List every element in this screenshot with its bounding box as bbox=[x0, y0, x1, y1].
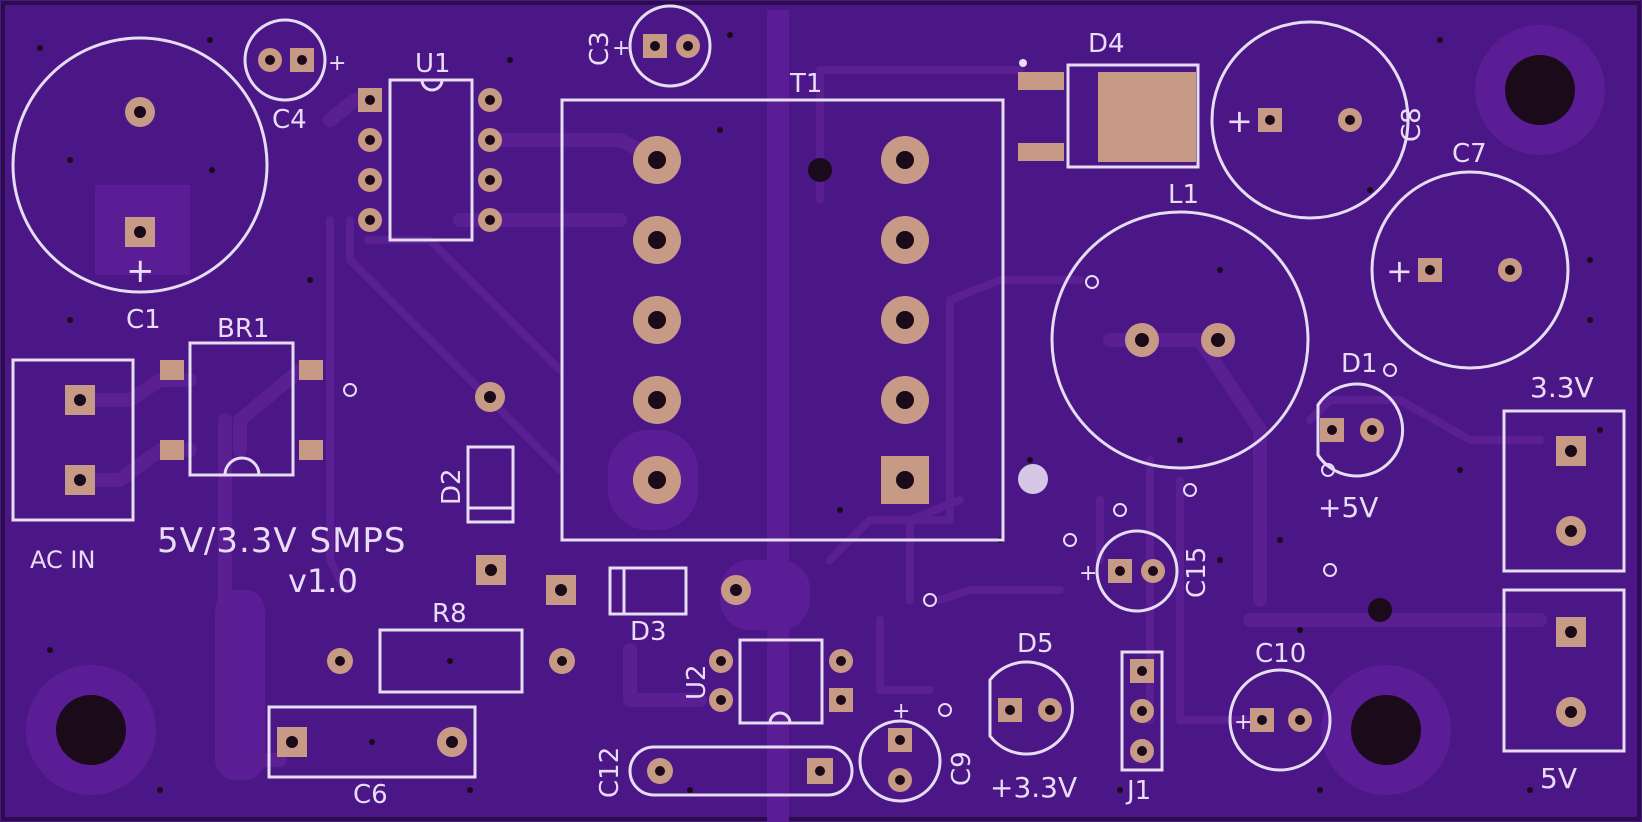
u1-ic: U1 bbox=[358, 49, 502, 242]
c8-plus-label: + bbox=[1226, 102, 1253, 140]
u2-label: U2 bbox=[682, 664, 712, 700]
c12-label: C12 bbox=[595, 747, 625, 798]
d2-diode: D2 bbox=[437, 445, 515, 585]
ac-in-connector: AC IN bbox=[11, 358, 135, 574]
u2-optocoupler: U2 bbox=[682, 638, 853, 725]
d2-label: D2 bbox=[437, 468, 467, 505]
mounting-hole bbox=[1505, 55, 1575, 125]
c8-label: C8 bbox=[1397, 107, 1427, 142]
d1-label: D1 bbox=[1341, 349, 1378, 379]
out-5v-connector: 5V bbox=[1502, 588, 1626, 795]
c9-plus-label: + bbox=[892, 699, 910, 724]
d1-led: D1 +5V bbox=[1316, 349, 1405, 524]
c12-capacitor: C12 bbox=[595, 745, 854, 798]
c9-label: C9 bbox=[947, 751, 977, 786]
c10-plus-label: + bbox=[1234, 710, 1252, 735]
plus5v-label: +5V bbox=[1318, 491, 1378, 524]
c1-label: C1 bbox=[126, 305, 161, 335]
d5-led: D5 +3.3V bbox=[988, 629, 1077, 804]
c1-plus-label: + bbox=[126, 251, 155, 291]
c6-capacitor: C6 bbox=[267, 705, 477, 810]
out-33v-label: 3.3V bbox=[1530, 371, 1594, 404]
br1-label: BR1 bbox=[217, 314, 269, 344]
c6-label: C6 bbox=[353, 780, 388, 810]
c4-capacitor: + C4 bbox=[243, 18, 346, 135]
vias bbox=[37, 32, 1603, 793]
out-5v-label: 5V bbox=[1540, 762, 1577, 795]
plus33v-label: +3.3V bbox=[990, 771, 1077, 804]
t1-label: T1 bbox=[789, 69, 822, 99]
board-title: 5V/3.3V SMPS v1.0 bbox=[157, 521, 407, 600]
board-title-line1: 5V/3.3V SMPS bbox=[157, 521, 407, 561]
l1-inductor: L1 bbox=[1050, 180, 1310, 470]
l1-label: L1 bbox=[1168, 180, 1199, 210]
mounting-hole bbox=[56, 695, 126, 765]
mounting-holes bbox=[56, 55, 1575, 765]
c10-capacitor: + C10 bbox=[1228, 639, 1332, 772]
d4-regulator: D4 bbox=[1018, 29, 1200, 169]
d5-label: D5 bbox=[1017, 629, 1054, 659]
d3-diode: D3 bbox=[546, 566, 751, 647]
c7-label: C7 bbox=[1452, 139, 1487, 169]
c4-label: C4 bbox=[272, 105, 307, 135]
c15-capacitor: + C15 bbox=[1079, 529, 1212, 613]
mounting-hole bbox=[1351, 695, 1421, 765]
c10-label: C10 bbox=[1255, 639, 1306, 669]
j1-label: J1 bbox=[1125, 776, 1151, 806]
r8-label: R8 bbox=[432, 599, 467, 629]
r8-resistor: R8 bbox=[327, 599, 575, 694]
t1-transformer: T1 bbox=[560, 69, 1005, 542]
c3-plus-label: + bbox=[612, 36, 630, 61]
c9-capacitor: + C9 bbox=[858, 699, 977, 803]
ac-in-label: AC IN bbox=[30, 546, 95, 574]
board-title-line2: v1.0 bbox=[288, 562, 358, 600]
c3-capacitor: + C3 bbox=[585, 4, 712, 88]
d4-label: D4 bbox=[1088, 29, 1125, 59]
c1-capacitor: + C1 bbox=[11, 36, 269, 335]
c8-capacitor: + C8 bbox=[1210, 20, 1427, 220]
c7-plus-label: + bbox=[1386, 252, 1413, 290]
br1-bridge: BR1 bbox=[160, 314, 323, 477]
c15-label: C15 bbox=[1182, 547, 1212, 598]
c15-plus-label: + bbox=[1079, 561, 1097, 586]
c3-label: C3 bbox=[585, 31, 615, 66]
c4-plus-label: + bbox=[328, 51, 346, 76]
out-33v-connector: 3.3V bbox=[1502, 371, 1626, 573]
u1-label: U1 bbox=[415, 49, 451, 79]
c7-capacitor: + C7 bbox=[1370, 139, 1570, 370]
d3-label: D3 bbox=[630, 617, 667, 647]
j1-header: J1 bbox=[1120, 650, 1164, 806]
